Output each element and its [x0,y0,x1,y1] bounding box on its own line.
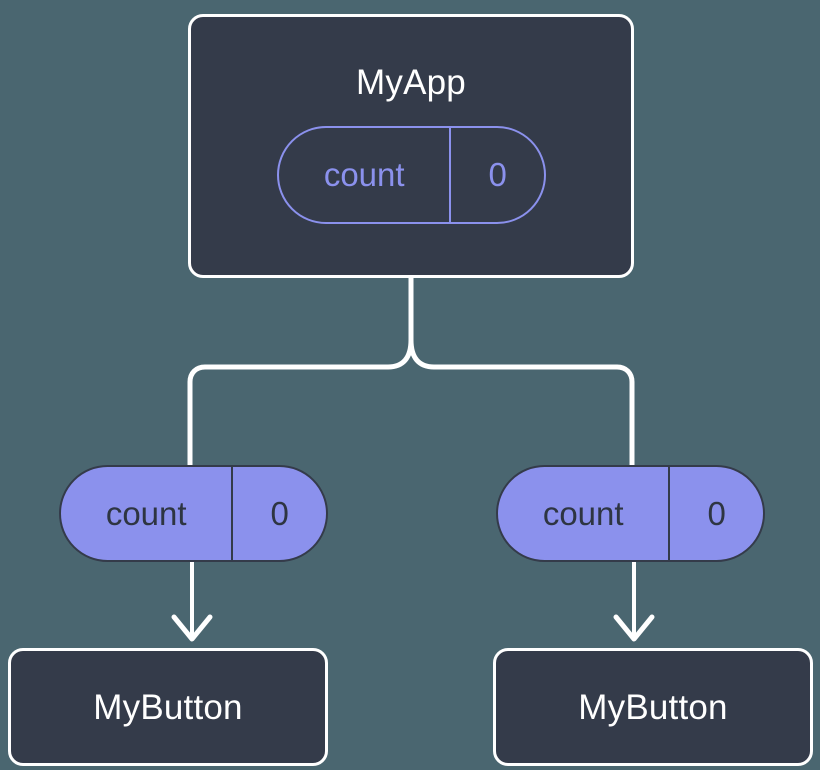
props-pill-left-key: count [61,467,234,560]
props-pill-left-value: 0 [270,494,289,532]
props-pill-right-value: 0 [707,494,726,532]
state-pill-root-value: 0 [488,156,507,193]
component-title-myapp: MyApp [356,63,466,102]
state-pill-root-key: count [279,128,452,222]
props-pill-left[interactable]: count 0 [59,465,328,562]
component-node-mybutton-left[interactable]: MyButton [8,648,328,766]
trunk-connector [187,275,414,468]
right-arrow [613,562,655,642]
props-pill-right[interactable]: count 0 [496,465,765,562]
component-title-mybutton-right: MyButton [578,687,728,727]
component-title-mybutton-left: MyButton [93,687,243,727]
props-pill-right-key: count [498,467,671,560]
component-node-mybutton-right[interactable]: MyButton [493,648,813,766]
left-arrow [171,562,213,642]
component-node-myapp[interactable]: MyApp [188,14,634,278]
state-pill-root[interactable]: count 0 [277,126,546,224]
right-branch-connector [408,337,635,468]
